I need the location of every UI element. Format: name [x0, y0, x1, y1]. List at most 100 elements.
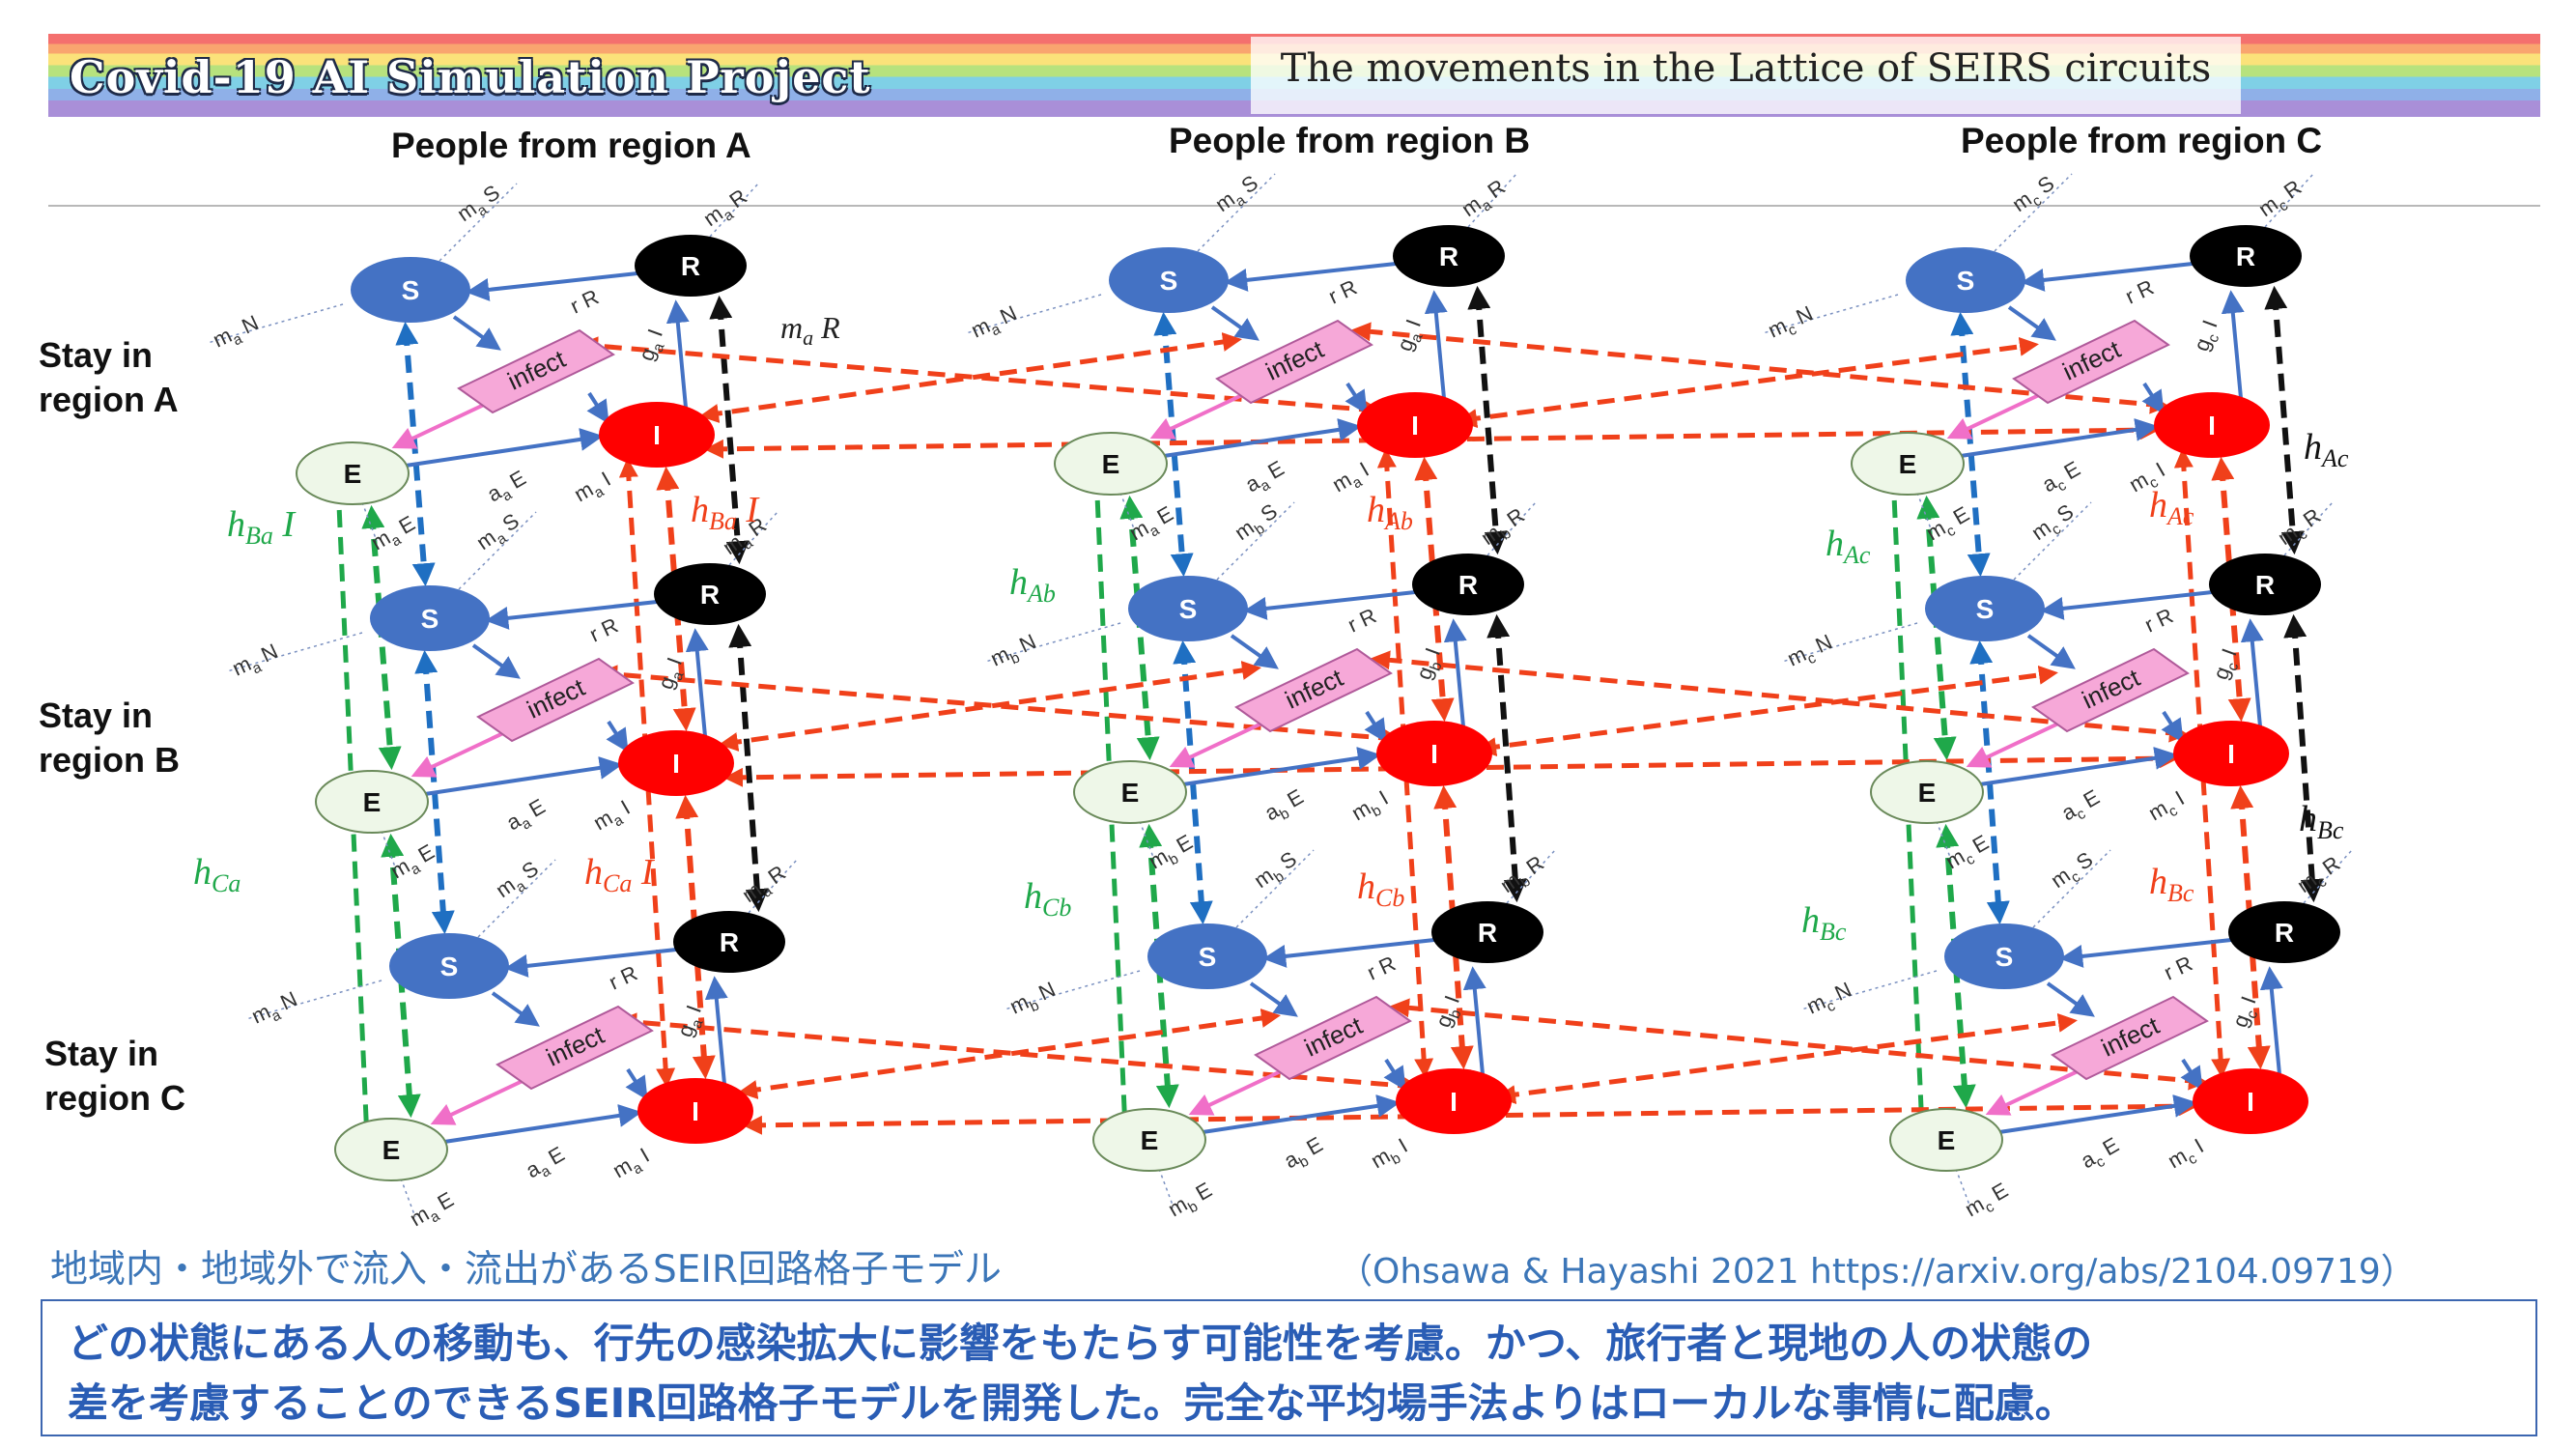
arrow-r-to-s [2040, 590, 2213, 620]
guide-line [400, 1178, 416, 1218]
guide-line [728, 511, 778, 566]
r-node [635, 235, 747, 297]
infect-node [495, 1005, 654, 1091]
page-subtitle: The movements in the Lattice of SEIRS ci… [1280, 46, 2212, 91]
label-r-r: r R [586, 612, 622, 646]
row-header-line: region C [44, 1078, 186, 1118]
label-r-r: r R [1345, 603, 1380, 637]
guide-line [1197, 173, 1276, 252]
r-node-label: R [2275, 918, 2294, 948]
label-a-e: ac E [2077, 1132, 2125, 1177]
arrow-i-to-r [665, 299, 690, 409]
column-header-region-c: People from region C [1961, 121, 2323, 160]
label-r-r: r R [1325, 274, 1361, 308]
e-node-label: E [1899, 449, 1917, 479]
i-to-infect-cross [617, 1012, 1421, 1095]
arrow-infect-to-i [586, 391, 609, 425]
label-a-e: ab E [1280, 1132, 1329, 1178]
label-m-r: ma R [738, 861, 793, 912]
label-m-s: mc S [2008, 171, 2062, 220]
r-node-label: R [1478, 918, 1497, 948]
h-label-black: hBc [2299, 799, 2344, 844]
guide-line [226, 632, 363, 672]
label-r-r: r R [2141, 603, 2177, 637]
h-label-red: hAc [2149, 485, 2194, 530]
label-m-e: mc E [1961, 1178, 2015, 1225]
e-node [1870, 760, 1984, 824]
label-r-r: r R [2122, 274, 2158, 308]
r-node [673, 911, 785, 973]
guide-line [1486, 501, 1537, 556]
e-node [315, 770, 429, 834]
i-node [2154, 392, 2270, 458]
r-node-label: R [700, 580, 720, 610]
label-g-i: gc I [2208, 645, 2246, 685]
i-to-infect-cross [1496, 1012, 2078, 1105]
guide-line [1216, 501, 1295, 581]
label-m-s: mc S [2047, 847, 2101, 896]
label-m-n: ma N [229, 639, 284, 685]
s-node-label: S [1160, 266, 1178, 296]
r-node [2209, 554, 2321, 615]
arrow-infect-to-i [606, 720, 629, 753]
arrow-infect-to-i [1383, 1058, 1406, 1092]
e-node [1092, 1108, 1206, 1172]
r-node-label: R [720, 927, 739, 957]
s-node-label: S [402, 275, 420, 305]
label-m-i: mc I [2164, 1134, 2210, 1178]
r-node [1431, 901, 1543, 963]
e-node-label: E [344, 459, 362, 489]
i-to-infect-cross [1458, 336, 2039, 429]
label-a-e: ac E [2057, 784, 2106, 829]
label-r-r: r R [2161, 951, 2196, 984]
infect-node [1254, 995, 1412, 1081]
h-arrow-r-vertical [728, 623, 769, 913]
arrow-e-to-i [443, 1103, 642, 1144]
h-label-red: hBa I [691, 490, 760, 535]
r-node-label: R [2236, 242, 2255, 271]
guide-line [709, 183, 759, 238]
label-m-i: ma I [570, 467, 617, 511]
s-node-label: S [1976, 594, 1995, 624]
arrow-e-to-i [405, 427, 604, 468]
infect-node [2012, 319, 2170, 405]
i-node-label: I [2247, 1087, 2254, 1117]
label-m-s: mb S [1231, 498, 1285, 549]
infect-node [2031, 647, 2190, 733]
label-a-e: aa E [1241, 456, 1290, 501]
arrow-i-to-r [1462, 966, 1486, 1075]
guide-line [984, 622, 1121, 663]
guide-line [1139, 820, 1155, 861]
arrow-infect-to-i [625, 1067, 648, 1101]
label-m-n: mc N [1784, 630, 1838, 675]
r-node [2190, 225, 2302, 287]
infect-node [1234, 647, 1393, 733]
s-node-label: S [421, 604, 439, 634]
label-top-m-r: ma R [780, 310, 840, 350]
s-node [1109, 247, 1229, 313]
arrow-i-to-r [2259, 966, 2283, 1075]
s-node-label: S [440, 952, 459, 981]
e-node-label: E [1141, 1125, 1159, 1155]
s-node [370, 585, 490, 651]
r-node [1412, 554, 1524, 615]
arrow-s-to-infect [471, 643, 521, 679]
h-label-red: hBc [2149, 862, 2194, 907]
guide-line [439, 183, 518, 262]
label-m-n: ma N [968, 300, 1023, 347]
h-label-black: hAc [2304, 427, 2349, 472]
arrow-r-to-s [1243, 590, 1416, 620]
arrow-infect-to-i [2161, 710, 2184, 744]
e-node [1073, 760, 1187, 824]
guide-line [1004, 970, 1141, 1010]
s-node-label: S [1199, 942, 1217, 972]
label-m-s: mb S [1250, 846, 1304, 896]
label-g-i: ga I [672, 1002, 710, 1041]
i-node [1396, 1068, 1512, 1134]
r-node-label: R [2255, 570, 2275, 600]
model-caption: 地域内・地域外で流入・流出があるSEIR回路格子モデル [50, 1248, 1002, 1292]
guide-line [1119, 492, 1136, 532]
